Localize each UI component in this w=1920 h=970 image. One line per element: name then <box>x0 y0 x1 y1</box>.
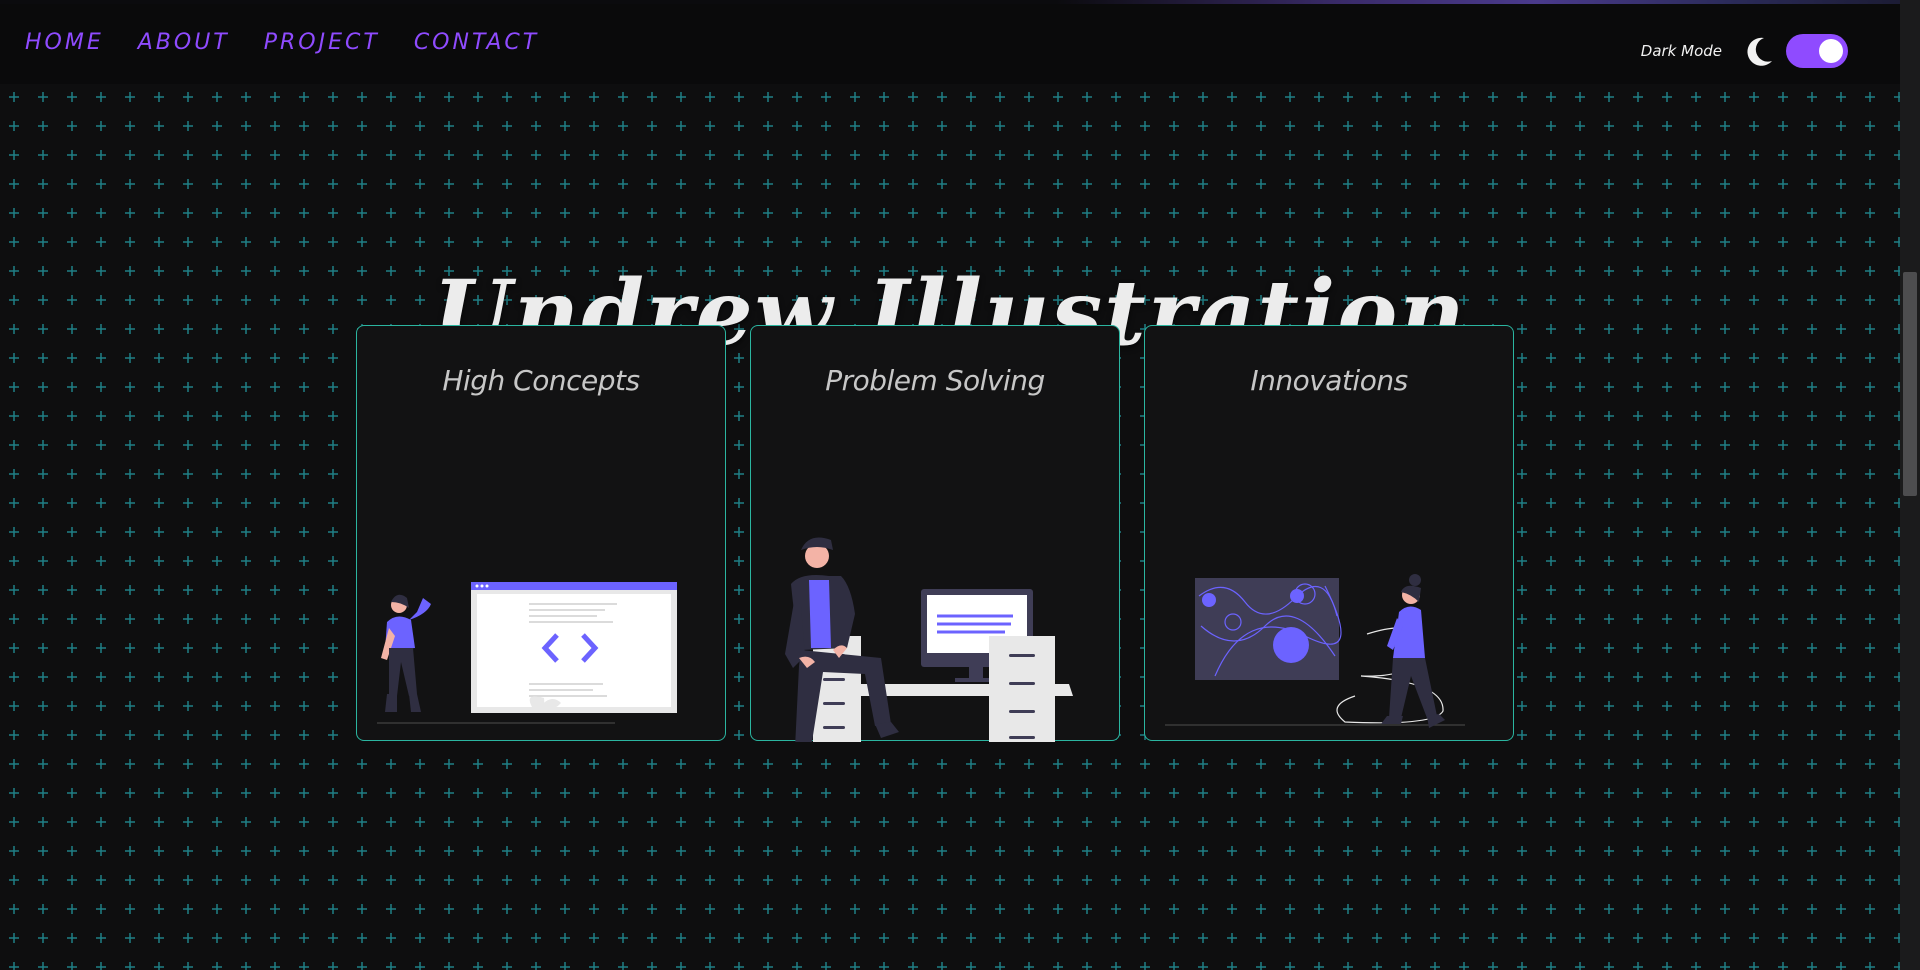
dark-mode-control: Dark Mode <box>1641 34 1848 68</box>
card-high-concepts: High Concepts <box>356 325 726 741</box>
page-scrollbar[interactable] <box>1900 0 1920 970</box>
moon-icon <box>1747 37 1772 66</box>
dark-mode-toggle[interactable] <box>1786 34 1848 68</box>
card-title: High Concepts <box>442 364 640 397</box>
card-innovations: Innovations <box>1144 325 1514 741</box>
feature-cards: High Concepts <box>356 325 1514 742</box>
card-title: Problem Solving <box>825 364 1045 397</box>
dark-mode-label: Dark Mode <box>1640 42 1722 60</box>
card-title: Innovations <box>1250 364 1408 397</box>
card-problem-solving: Problem Solving <box>750 325 1120 742</box>
nav-home[interactable]: HOME <box>25 30 104 55</box>
scrollbar-thumb[interactable] <box>1903 272 1917 496</box>
nav-links: HOME ABOUT PROJECT CONTACT <box>25 30 539 55</box>
navbar: HOME ABOUT PROJECT CONTACT Dark Mode <box>0 4 1900 84</box>
nav-project[interactable]: PROJECT <box>263 30 380 55</box>
nav-about[interactable]: ABOUT <box>137 30 230 55</box>
woman-walking-with-chart-illustration <box>1165 574 1465 728</box>
toggle-knob <box>1819 39 1843 63</box>
woman-with-code-window-illustration <box>377 582 677 724</box>
nav-contact[interactable]: CONTACT <box>413 30 540 55</box>
man-sitting-on-desk-illustration <box>785 537 1073 742</box>
window-top-stripe <box>0 0 1920 4</box>
